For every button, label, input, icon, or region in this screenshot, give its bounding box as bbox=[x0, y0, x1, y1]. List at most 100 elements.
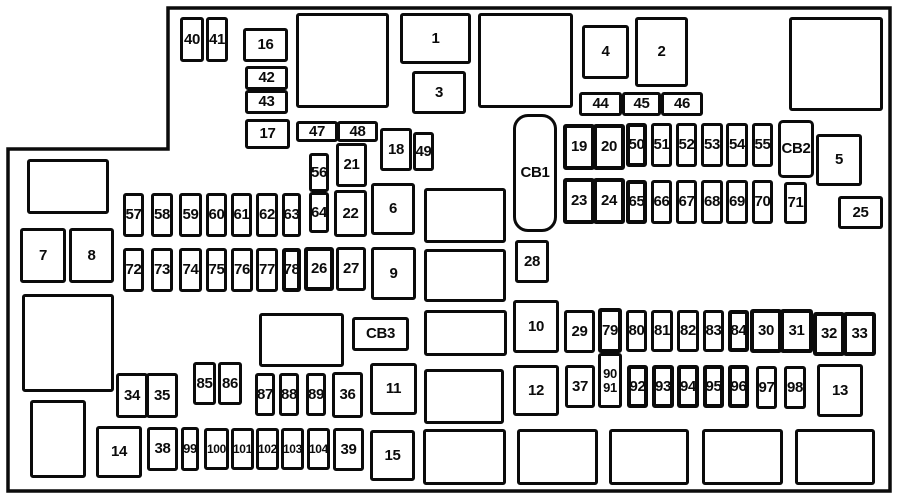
fuse-slot-39: 39 bbox=[333, 428, 364, 471]
fuse-slot-97: 97 bbox=[756, 366, 777, 409]
fuse-slot-103: 103 bbox=[281, 428, 304, 470]
fuse-slot-18: 18 bbox=[380, 128, 412, 171]
blank-slot bbox=[609, 429, 689, 485]
fuse-slot-63: 63 bbox=[282, 193, 301, 237]
fuse-slot-104: 104 bbox=[307, 428, 330, 470]
fuse-slot-13: 13 bbox=[817, 364, 863, 417]
fuse-slot-98: 98 bbox=[784, 366, 806, 409]
circuit-breaker-cb2: CB2 bbox=[778, 120, 814, 178]
fuse-slot-75: 75 bbox=[206, 248, 227, 292]
fuse-label-line: 91 bbox=[603, 379, 617, 395]
fuse-slot-48: 48 bbox=[337, 121, 378, 142]
fuse-slot-61: 61 bbox=[231, 193, 252, 237]
blank-slot bbox=[789, 17, 883, 111]
fuse-slot-11: 11 bbox=[370, 363, 417, 415]
fuse-slot-80: 80 bbox=[626, 310, 647, 352]
fuse-slot-2: 2 bbox=[635, 17, 688, 87]
fuse-slot-84: 84 bbox=[728, 310, 749, 352]
fuse-slot-88: 88 bbox=[279, 373, 299, 416]
fuse-slot-96: 96 bbox=[728, 365, 749, 408]
fuse-slot-59: 59 bbox=[179, 193, 202, 237]
fuse-slot-72: 72 bbox=[123, 248, 144, 292]
fuse-slot-45: 45 bbox=[622, 92, 661, 116]
fuse-slot-94: 94 bbox=[677, 365, 699, 408]
fuse-slot-36: 36 bbox=[332, 372, 363, 418]
fuse-slot-79: 79 bbox=[598, 308, 622, 353]
blank-slot bbox=[702, 429, 783, 485]
fuse-slot-78: 78 bbox=[282, 248, 301, 292]
fuse-slot-57: 57 bbox=[123, 193, 144, 237]
fuse-slot-3: 3 bbox=[412, 71, 466, 114]
fuse-slot-16: 16 bbox=[243, 28, 288, 62]
fuse-slot-102: 102 bbox=[256, 428, 279, 470]
fuse-slot-26: 26 bbox=[304, 247, 334, 291]
fuse-slot-52: 52 bbox=[676, 123, 697, 167]
fuse-slot-49: 49 bbox=[413, 132, 434, 171]
fuse-slot-58: 58 bbox=[151, 193, 173, 237]
fuse-slot-55: 55 bbox=[752, 123, 773, 167]
fuse-slot-19: 19 bbox=[563, 124, 595, 170]
fuse-slot-9: 9 bbox=[371, 247, 416, 300]
blank-slot bbox=[478, 13, 573, 108]
fuse-slot-35: 35 bbox=[146, 373, 178, 418]
fuse-slot-64: 64 bbox=[309, 192, 329, 233]
fuse-slot-51: 51 bbox=[651, 123, 672, 167]
fuse-slot-23: 23 bbox=[563, 178, 595, 224]
fuse-slot-54: 54 bbox=[726, 123, 748, 167]
fuse-slot-93: 93 bbox=[652, 365, 674, 408]
fuse-slot-89: 89 bbox=[306, 373, 326, 416]
fuse-slot-33: 33 bbox=[843, 312, 876, 356]
fuse-slot-12: 12 bbox=[513, 365, 559, 416]
blank-slot bbox=[424, 249, 506, 302]
fuse-slot-14: 14 bbox=[96, 426, 142, 478]
fuse-slot-20: 20 bbox=[593, 124, 625, 170]
fuse-slot-40: 40 bbox=[180, 17, 204, 62]
fuse-slot-66: 66 bbox=[651, 180, 672, 224]
blank-slot bbox=[795, 429, 875, 485]
blank-slot bbox=[423, 429, 506, 485]
blank-slot bbox=[22, 294, 114, 392]
fuse-slot-28: 28 bbox=[515, 240, 549, 283]
fuse-slot-27: 27 bbox=[336, 247, 366, 291]
fuse-slot-67: 67 bbox=[676, 180, 697, 224]
fuse-slot-92: 92 bbox=[627, 365, 648, 408]
blank-slot bbox=[30, 400, 86, 478]
fuse-slot-76: 76 bbox=[231, 248, 253, 292]
fuse-slot-53: 53 bbox=[701, 123, 723, 167]
fuse-slot-71: 71 bbox=[784, 182, 807, 224]
fuse-slot-99: 99 bbox=[181, 427, 199, 471]
fuse-slot-4: 4 bbox=[582, 25, 629, 79]
fuse-slot-83: 83 bbox=[703, 310, 724, 352]
fuse-slot-1: 1 bbox=[400, 13, 471, 64]
fuse-slot-81: 81 bbox=[651, 310, 673, 352]
fuse-slot-100: 100 bbox=[204, 428, 229, 470]
circuit-breaker-cb3: CB3 bbox=[352, 317, 409, 351]
fuse-slot-25: 25 bbox=[838, 196, 883, 229]
fuse-slot-32: 32 bbox=[813, 312, 845, 356]
blank-slot bbox=[296, 13, 389, 108]
fuse-slot-101: 101 bbox=[231, 428, 254, 470]
fuse-slot-38: 38 bbox=[147, 427, 178, 471]
fuse-slot-50: 50 bbox=[626, 123, 647, 167]
fuse-slot-69: 69 bbox=[726, 180, 748, 224]
fuse-slot-70: 70 bbox=[752, 180, 773, 224]
blank-slot bbox=[259, 313, 344, 367]
fuse-slot-34: 34 bbox=[116, 373, 148, 418]
fuse-slot-6: 6 bbox=[371, 183, 415, 235]
fuse-slot-42: 42 bbox=[245, 66, 288, 90]
fuse-slot-68: 68 bbox=[701, 180, 723, 224]
fuse-slot-5: 5 bbox=[816, 134, 862, 186]
blank-slot bbox=[424, 188, 506, 243]
fuse-slot-29: 29 bbox=[564, 310, 595, 353]
fuse-slot-10: 10 bbox=[513, 300, 559, 353]
blank-slot bbox=[424, 369, 504, 424]
fuse-slot-74: 74 bbox=[179, 248, 202, 292]
fuse-slot-86: 86 bbox=[218, 362, 242, 405]
fuse-slot-7: 7 bbox=[20, 228, 66, 283]
circuit-breaker-cb1: CB1 bbox=[513, 114, 557, 232]
fuse-slot-56: 56 bbox=[309, 153, 329, 192]
fuse-slot-60: 60 bbox=[206, 193, 227, 237]
fuse-slot-24: 24 bbox=[593, 178, 625, 224]
